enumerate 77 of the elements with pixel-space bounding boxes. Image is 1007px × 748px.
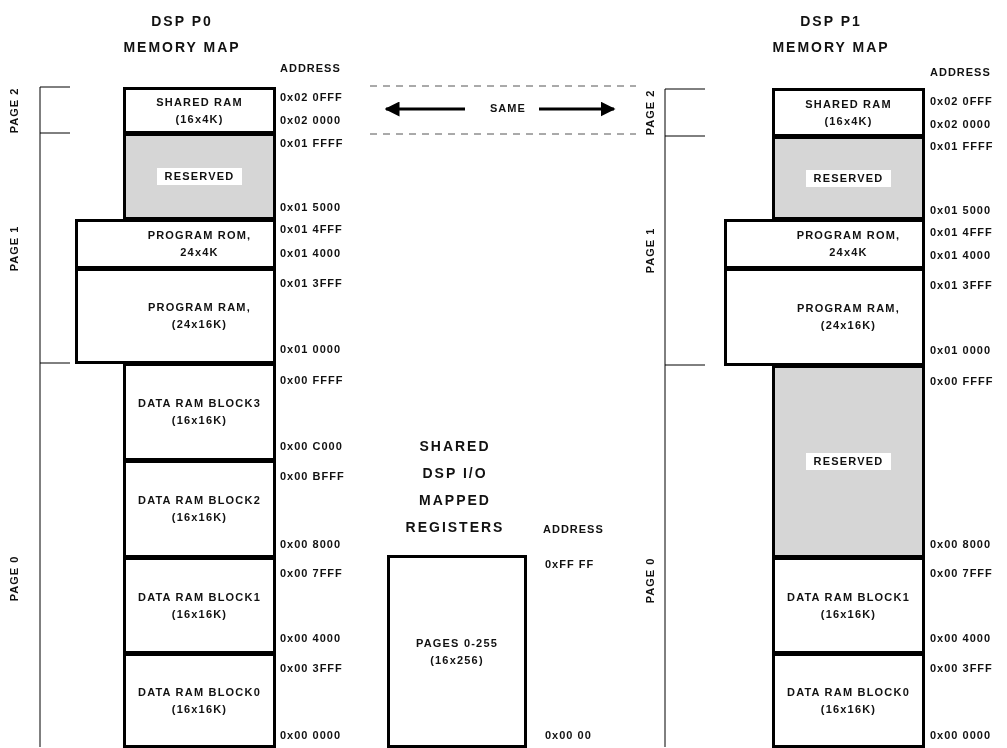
reserved-memory-block — [772, 136, 925, 220]
address-label: 0x00 8000 — [280, 538, 341, 551]
address-label: 0x01 4FFF — [280, 223, 343, 236]
memory-block — [724, 219, 925, 269]
address-label: 0x00 3FFF — [280, 662, 343, 675]
page-label: PAGE 0 — [644, 557, 658, 603]
block-label: RESERVED — [156, 168, 243, 185]
address-label: 0x00 FFFF — [280, 374, 344, 387]
block-label: DATA RAM BLOCK1 (16x16K) — [786, 589, 911, 622]
block-label: PROGRAM RAM, (24x16K) — [796, 301, 901, 333]
map-title: DSP P1 MEMORY MAP — [771, 12, 891, 57]
address-label: 0x00 7FFF — [930, 567, 993, 580]
block-label: DATA RAM BLOCK2 (16x16K) — [137, 493, 262, 525]
reserved-memory-block — [123, 133, 276, 220]
address-label: 0x00 FFFF — [930, 375, 994, 388]
address-label: 0x00 C000 — [280, 440, 343, 453]
address-label: 0x00 BFFF — [280, 470, 345, 483]
address-label: 0x01 5000 — [280, 201, 341, 214]
page-label: PAGE 2 — [644, 89, 658, 135]
address-label: 0x00 8000 — [930, 538, 991, 551]
column-header: ADDRESS — [543, 523, 604, 536]
address-label: 0x02 0000 — [930, 118, 991, 131]
block-label: PROGRAM ROM, 24x4K — [795, 228, 902, 260]
address-label: 0x01 0000 — [930, 344, 991, 357]
address-label: 0x00 0000 — [930, 729, 991, 742]
block-label: PROGRAM ROM, 24x4K — [146, 228, 253, 260]
block-label: DATA RAM BLOCK1 (16x16K) — [137, 589, 262, 622]
address-label: 0x02 0000 — [280, 114, 341, 127]
address-label: 0x01 4000 — [930, 249, 991, 262]
memory-block — [75, 268, 276, 364]
address-label: 0x01 3FFF — [930, 279, 993, 292]
address-label: 0x01 FFFF — [930, 140, 994, 153]
address-label: 0x01 4FFF — [930, 226, 993, 239]
region-title: SHARED DSP I/O MAPPED REGISTERS — [404, 437, 506, 537]
address-label: 0x01 3FFF — [280, 277, 343, 290]
block-label: SHARED RAM (16x4K) — [804, 96, 893, 129]
page-label: PAGE 2 — [8, 87, 22, 133]
address-label: 0x00 4000 — [930, 632, 991, 645]
block-label: DATA RAM BLOCK0 (16x16K) — [137, 684, 262, 717]
page-label: PAGE 1 — [644, 227, 658, 273]
memory-block — [724, 268, 925, 366]
block-label: RESERVED — [805, 453, 892, 470]
memory-block — [772, 557, 925, 654]
address-label: 0x01 5000 — [930, 204, 991, 217]
address-label: 0x00 0000 — [280, 729, 341, 742]
memory-block — [75, 219, 276, 269]
memory-block — [772, 88, 925, 137]
address-label: 0x01 4000 — [280, 247, 341, 260]
map-title: DSP P0 MEMORY MAP — [122, 12, 242, 57]
block-label: DATA RAM BLOCK3 (16x16K) — [137, 396, 262, 428]
arrow-label: SAME — [490, 102, 526, 115]
address-label: 0xFF FF — [545, 558, 595, 571]
memory-block — [123, 557, 276, 654]
memory-block — [123, 460, 276, 558]
memory-block — [772, 653, 925, 748]
address-label: 0x00 3FFF — [930, 662, 993, 675]
memory-block — [123, 653, 276, 748]
memory-block — [123, 363, 276, 461]
address-label: 0x01 FFFF — [280, 137, 344, 150]
address-label: 0x00 00 — [545, 729, 592, 742]
reserved-memory-block — [772, 365, 925, 558]
address-label: 0x02 0FFF — [930, 95, 993, 108]
block-label: PAGES 0-255 (16x256) — [414, 635, 500, 668]
page-label: PAGE 1 — [8, 225, 22, 271]
block-label: PROGRAM RAM, (24x16K) — [147, 300, 252, 332]
address-label: 0x00 4000 — [280, 632, 341, 645]
page-label: PAGE 0 — [8, 555, 22, 601]
block-label: DATA RAM BLOCK0 (16x16K) — [786, 684, 911, 717]
address-label: 0x01 0000 — [280, 343, 341, 356]
column-header: ADDRESS — [280, 62, 341, 75]
block-label: SHARED RAM (16x4K) — [155, 94, 244, 127]
column-header: ADDRESS — [930, 66, 991, 79]
memory-block — [387, 555, 527, 748]
address-label: 0x02 0FFF — [280, 91, 343, 104]
address-label: 0x00 7FFF — [280, 567, 343, 580]
memory-block — [123, 87, 276, 134]
block-label: RESERVED — [805, 169, 892, 187]
